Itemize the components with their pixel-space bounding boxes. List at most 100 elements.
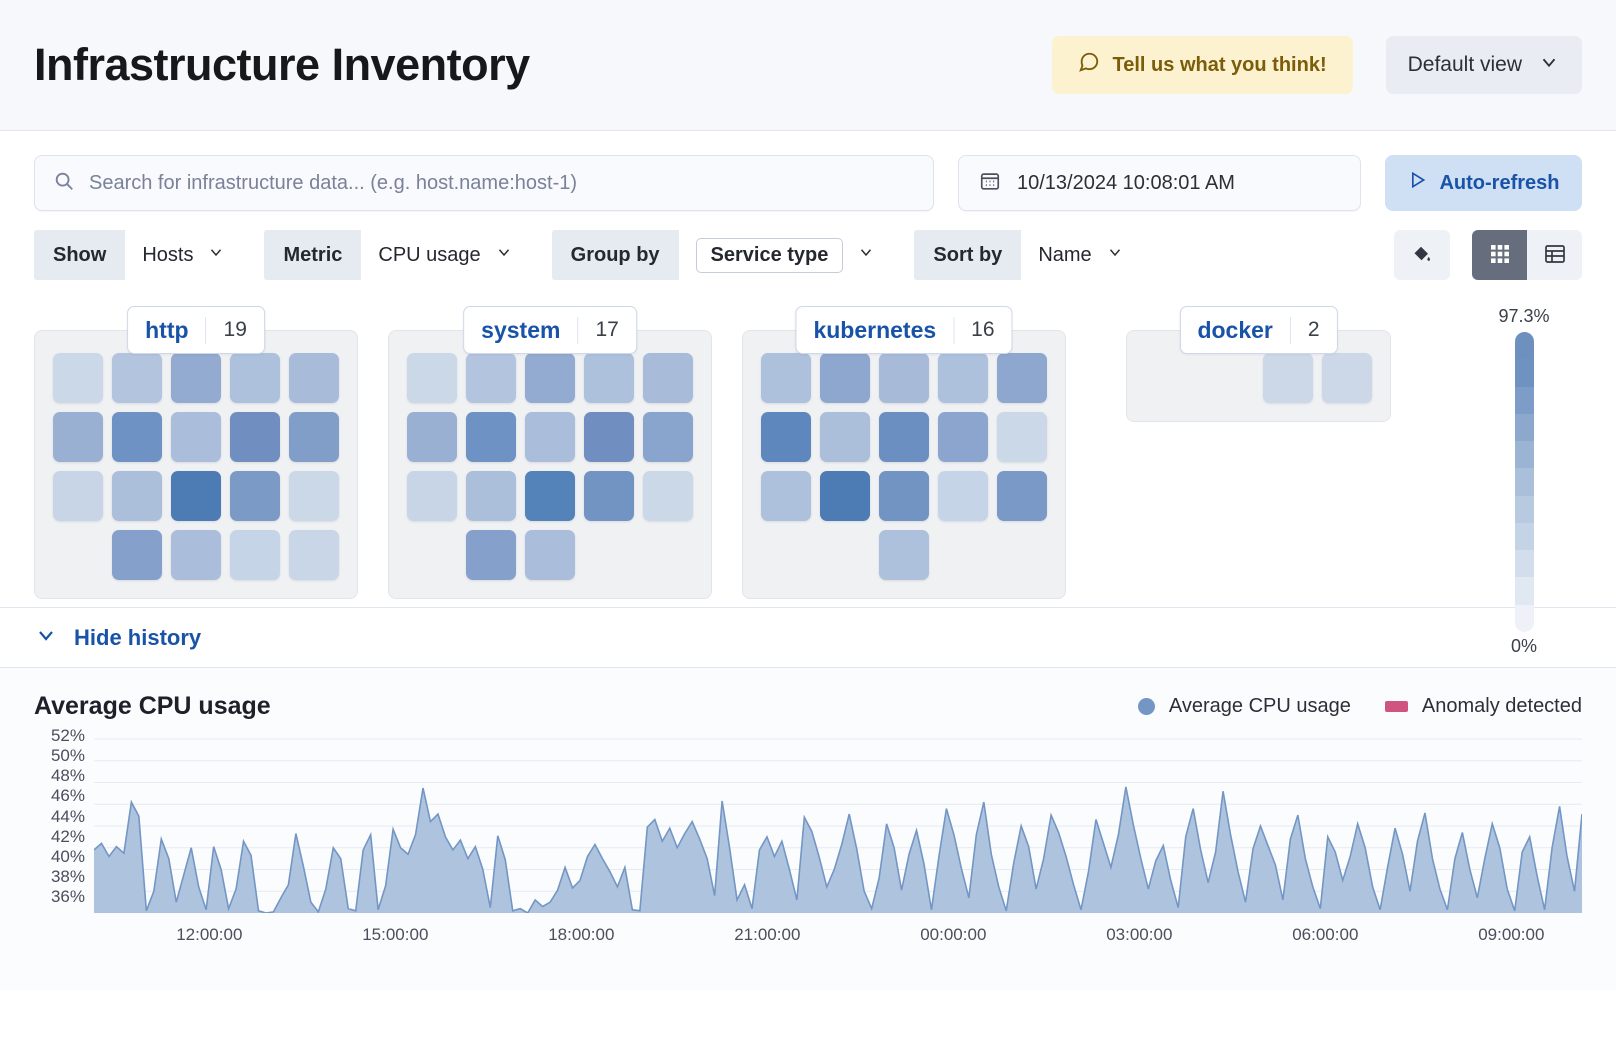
filter-row: Show Hosts Metric CPU usage Group by Ser… (34, 230, 1582, 280)
host-tile[interactable] (997, 412, 1047, 462)
host-tile[interactable] (879, 412, 929, 462)
host-tile[interactable] (230, 530, 280, 580)
host-tile[interactable] (879, 530, 929, 580)
host-tile[interactable] (997, 353, 1047, 403)
legend-label-average-cpu-usage: Average CPU usage (1169, 695, 1351, 718)
host-tile[interactable] (289, 353, 339, 403)
y-axis-tick: 50% (51, 747, 85, 764)
host-tile[interactable] (112, 471, 162, 521)
legend-gradient-step (1515, 387, 1534, 414)
host-tile[interactable] (525, 412, 575, 462)
group-pill[interactable]: http19 (127, 306, 265, 354)
host-tile[interactable] (879, 353, 929, 403)
filter-show: Show Hosts (34, 230, 242, 280)
host-tile[interactable] (171, 530, 221, 580)
group-pill[interactable]: system17 (463, 306, 637, 354)
host-tile[interactable] (525, 530, 575, 580)
host-tile[interactable] (938, 471, 988, 521)
search-icon (53, 170, 75, 197)
host-tile[interactable] (761, 471, 811, 521)
filter-group-by-value[interactable]: Service type (679, 230, 893, 280)
host-tile[interactable] (525, 353, 575, 403)
filter-group-by-label: Group by (552, 230, 679, 280)
host-tile[interactable] (820, 353, 870, 403)
waffle-row (761, 353, 1047, 403)
filter-sort-by-value[interactable]: Name (1021, 230, 1140, 280)
host-tile[interactable] (584, 471, 634, 521)
grid-view-icon (1488, 242, 1512, 269)
y-axis-tick: 36% (51, 888, 85, 905)
host-tile[interactable] (1322, 353, 1372, 403)
host-tile[interactable] (938, 412, 988, 462)
filter-metric: Metric CPU usage (264, 230, 529, 280)
grid-view-toggle[interactable] (1472, 230, 1527, 280)
host-tile[interactable] (525, 471, 575, 521)
host-tile[interactable] (112, 412, 162, 462)
host-tile[interactable] (230, 471, 280, 521)
filter-metric-value[interactable]: CPU usage (361, 230, 529, 280)
host-tile[interactable] (643, 412, 693, 462)
chart-y-axis: 52%50%48%46%44%42%40%38%36% (34, 727, 94, 905)
host-tile[interactable] (643, 471, 693, 521)
host-tile[interactable] (171, 412, 221, 462)
host-tile[interactable] (820, 471, 870, 521)
legend-gradient-step (1515, 550, 1534, 577)
group-pill[interactable]: docker2 (1179, 306, 1337, 354)
host-tile[interactable] (879, 471, 929, 521)
waffle-row (53, 530, 339, 580)
host-tile[interactable] (289, 412, 339, 462)
host-tile[interactable] (407, 353, 457, 403)
host-tile[interactable] (53, 353, 103, 403)
host-tile[interactable] (820, 412, 870, 462)
host-tile[interactable] (230, 412, 280, 462)
legend-gradient-step (1515, 496, 1534, 523)
auto-refresh-button[interactable]: Auto-refresh (1385, 155, 1582, 211)
page-title: Infrastructure Inventory (34, 39, 1052, 91)
waffle-row (407, 353, 693, 403)
hide-history-toggle[interactable]: Hide history (0, 608, 1616, 668)
host-tile[interactable] (171, 353, 221, 403)
host-tile[interactable] (761, 353, 811, 403)
host-tile[interactable] (466, 530, 516, 580)
host-tile[interactable] (230, 353, 280, 403)
host-tile[interactable] (407, 412, 457, 462)
feedback-button[interactable]: Tell us what you think! (1052, 36, 1353, 94)
host-tile[interactable] (112, 530, 162, 580)
group-name: system (464, 317, 578, 344)
host-tile[interactable] (938, 353, 988, 403)
search-input[interactable]: Search for infrastructure data... (e.g. … (34, 155, 934, 211)
host-tile[interactable] (466, 471, 516, 521)
host-tile[interactable] (53, 412, 103, 462)
x-axis-tick: 03:00:00 (1106, 925, 1172, 945)
chevron-down-icon (1106, 243, 1124, 267)
host-tile[interactable] (289, 471, 339, 521)
waffle-row (53, 353, 339, 403)
tile-spacer (820, 530, 870, 580)
host-tile[interactable] (1263, 353, 1313, 403)
host-tile[interactable] (643, 353, 693, 403)
host-tile[interactable] (466, 353, 516, 403)
host-tile[interactable] (466, 412, 516, 462)
y-axis-tick: 38% (51, 868, 85, 885)
host-tile[interactable] (289, 530, 339, 580)
host-tile[interactable] (761, 412, 811, 462)
date-picker[interactable]: 10/13/2024 10:08:01 AM (958, 155, 1361, 211)
paint-fill-icon-button[interactable] (1394, 230, 1450, 280)
group-pill[interactable]: kubernetes16 (795, 306, 1012, 354)
filter-show-label: Show (34, 230, 125, 280)
filter-show-value[interactable]: Hosts (125, 230, 242, 280)
host-tile[interactable] (171, 471, 221, 521)
host-tile[interactable] (584, 412, 634, 462)
waffle-row (407, 530, 693, 580)
host-tile[interactable] (997, 471, 1047, 521)
default-view-button[interactable]: Default view (1386, 36, 1582, 94)
table-view-toggle[interactable] (1527, 230, 1582, 280)
host-tile[interactable] (53, 471, 103, 521)
waffle-row (761, 412, 1047, 462)
host-tile[interactable] (112, 353, 162, 403)
host-tile[interactable] (407, 471, 457, 521)
host-tile[interactable] (584, 353, 634, 403)
filter-sort-by-value-text: Name (1038, 244, 1091, 267)
x-axis-tick: 18:00:00 (548, 925, 614, 945)
group-count: 19 (207, 318, 264, 342)
